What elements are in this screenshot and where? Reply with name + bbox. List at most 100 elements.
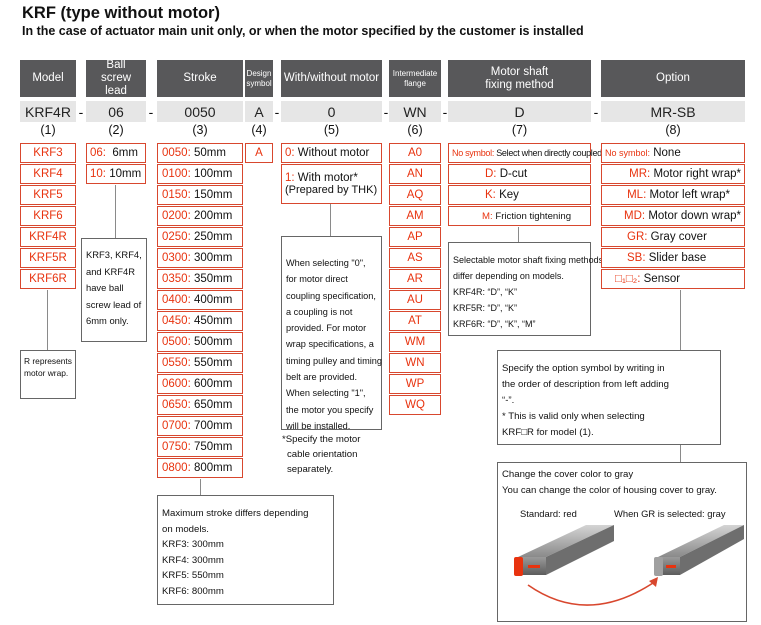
connector-line [47, 290, 48, 350]
model-option: KRF5R [20, 248, 76, 268]
flange-option: WP [389, 374, 441, 394]
code-fixing: D [448, 101, 591, 122]
code-flange: WN [389, 101, 441, 122]
note-line: KRF6R: “D”, “K”, “M” [453, 319, 536, 329]
stroke-code: 0600: [162, 378, 191, 390]
note-line: KRF3: 300mm [162, 539, 224, 550]
fixing-code: D: [485, 168, 497, 180]
stroke-value: 650mm [193, 399, 233, 411]
lead-option: 06: 6mm [86, 143, 146, 163]
option-code: □₁□₂: [615, 273, 641, 285]
stroke-code: 0450: [162, 315, 191, 327]
option-code: MD: [624, 210, 646, 222]
note-line: motor wrap. [24, 368, 69, 378]
option-value: Motor left wrap* [649, 189, 730, 201]
code-design-symbol: A [245, 101, 273, 122]
fixing-note: Selectable motor shaft fixing methods di… [448, 242, 603, 336]
flange-code: AM [406, 210, 424, 222]
fixing-option: No symbol: Select when directly coupled [448, 143, 602, 163]
separator-dash: - [274, 103, 280, 120]
note-line: coupling specification, [286, 290, 376, 301]
cover-color-note: Change the cover color to gray You can c… [497, 462, 747, 622]
fixing-value: D-cut [499, 168, 528, 180]
option-value: Motor right wrap* [653, 168, 741, 180]
flange-option: A0 [389, 143, 441, 163]
header-model: Model [20, 60, 76, 97]
motor-code: 1: [285, 172, 295, 184]
flange-option: AM [389, 206, 441, 226]
separator-dash: - [383, 103, 389, 120]
number-2: (2) [108, 123, 124, 137]
option-item: No symbol: None [601, 143, 745, 163]
model-code: KRF3 [33, 147, 63, 159]
flange-code: WN [405, 357, 425, 369]
code-motor: 0 [281, 101, 382, 122]
model-option: KRF5 [20, 185, 76, 205]
stroke-option: 0650: 650mm [157, 395, 243, 415]
stroke-option: 0400: 400mm [157, 290, 243, 310]
model-option: KRF6R [20, 269, 76, 289]
model-code: KRF6R [29, 273, 67, 285]
motor-option: 0: Without motor [281, 143, 382, 163]
option-item: GR: Gray cover [601, 227, 745, 247]
separator-dash: - [78, 103, 84, 120]
stroke-option: 0600: 600mm [157, 374, 243, 394]
flange-code: WM [404, 336, 426, 348]
option-item: MR: Motor right wrap* [601, 164, 745, 184]
lead-code: 10: [90, 168, 106, 180]
fixing-code: K: [485, 189, 496, 201]
stroke-option: 0100: 100mm [157, 164, 243, 184]
flange-option: AR [389, 269, 441, 289]
header-with-without-motor: With/without motor [281, 60, 382, 97]
flange-option: AU [389, 290, 441, 310]
connector-line [200, 479, 201, 495]
option-code: ML: [627, 189, 647, 201]
note-line: screw lead of [86, 298, 142, 310]
gray-label: When GR is selected: gray [614, 508, 726, 519]
motor-note: When selecting "0", for motor direct cou… [281, 236, 383, 431]
stroke-code: 0400: [162, 294, 191, 306]
note-line: “-”. [502, 395, 515, 406]
stroke-option: 0050: 50mm [157, 143, 243, 163]
flange-code: AT [408, 315, 422, 327]
note-line: Specify the option symbol by writing in [502, 363, 665, 374]
stroke-code: 0700: [162, 420, 191, 432]
motor-value: With motor* [297, 172, 358, 184]
lead-value: 10mm [109, 168, 142, 180]
note-line: timing pulley and timing [286, 355, 383, 366]
stroke-code: 0800: [162, 462, 191, 474]
option-item: MD: Motor down wrap* [601, 206, 745, 226]
note-line: cable orientation [287, 449, 358, 460]
stroke-value: 750mm [193, 441, 233, 453]
stroke-option: 0750: 750mm [157, 437, 243, 457]
option-code: No symbol: [605, 148, 651, 158]
lead-note: KRF3, KRF4, and KRF4R have ball screw le… [81, 238, 147, 342]
stroke-value: 600mm [193, 378, 233, 390]
stroke-code: 0500: [162, 336, 191, 348]
note-line: have ball [86, 282, 124, 293]
note-line: on models. [162, 523, 209, 535]
note-line: and KRF4R [86, 265, 135, 277]
header-option: Option [601, 60, 745, 97]
note-line: * This is valid only when selecting [502, 411, 645, 422]
note-line: will be installed. [286, 420, 351, 431]
note-line: wrap specifications, a [286, 339, 374, 350]
connector-line [115, 185, 116, 238]
note-line: Maximum stroke differs depending [162, 508, 309, 519]
note-line: KRF□R for model (1). [502, 427, 594, 438]
stroke-option: 0250: 250mm [157, 227, 243, 247]
stroke-code: 0550: [162, 357, 191, 369]
flange-code: AQ [406, 189, 424, 201]
stroke-code: 0150: [162, 189, 191, 201]
option-value: None [653, 147, 681, 159]
number-4: (4) [251, 123, 267, 137]
stroke-option: 0150: 150mm [157, 185, 243, 205]
note-line: 6mm only. [86, 315, 129, 326]
flange-code: WP [405, 378, 425, 390]
note-line: KRF4: 300mm [162, 554, 224, 566]
fixing-value: Friction tightening [495, 210, 572, 222]
stroke-value: 500mm [193, 336, 233, 348]
motor-footnote: *Specify the motor cable orientation sep… [282, 432, 360, 477]
stroke-option: 0350: 350mm [157, 269, 243, 289]
option-value: Slider base [648, 252, 707, 264]
